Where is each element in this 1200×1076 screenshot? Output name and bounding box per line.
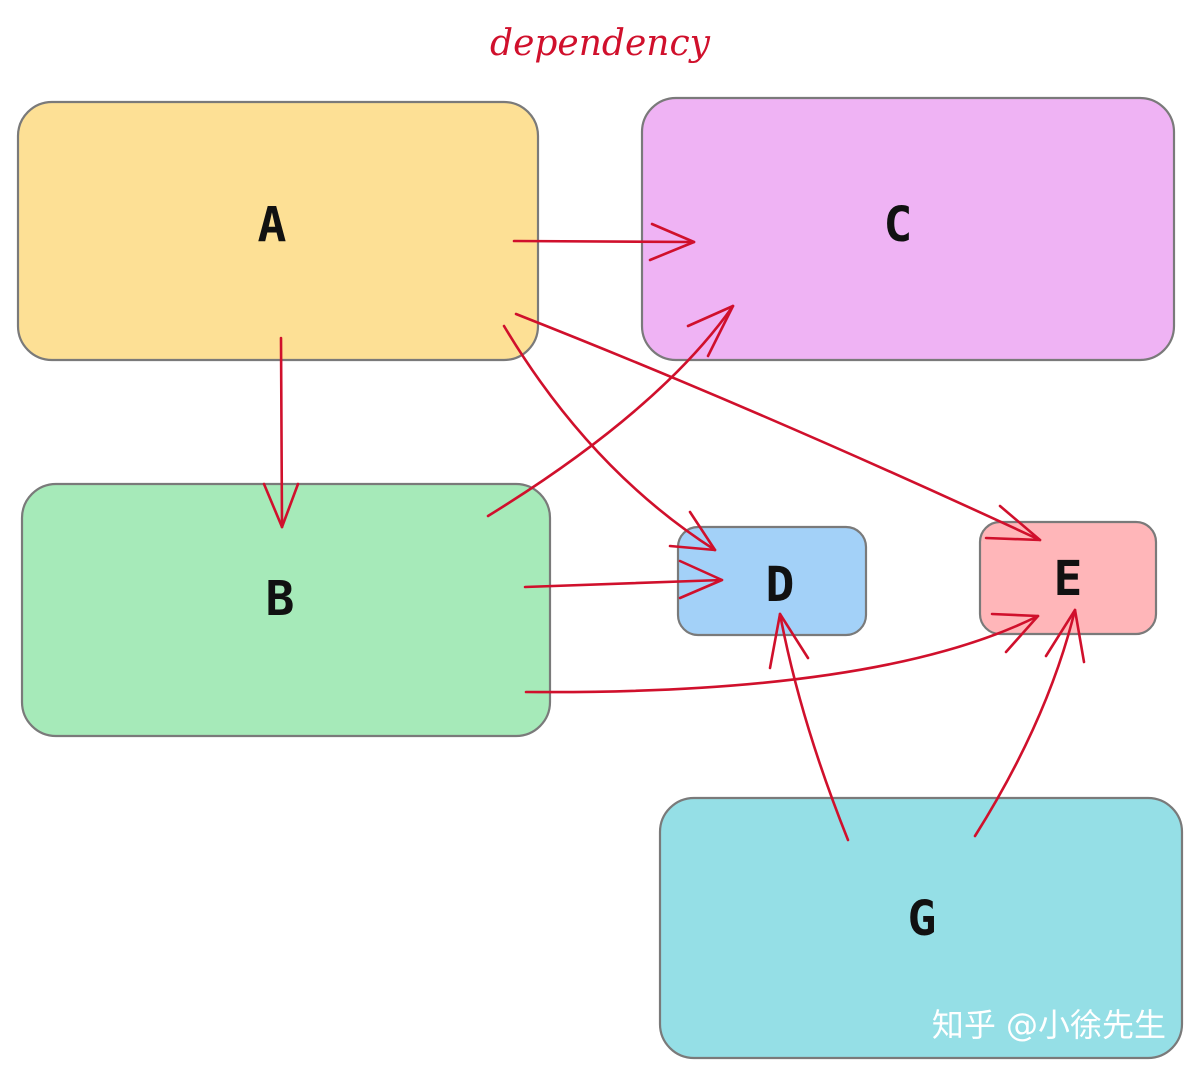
node-a: A: [16, 100, 540, 362]
edge-line: [778, 612, 850, 842]
node-label-g: G: [908, 891, 937, 947]
edge-a-b: [262, 336, 300, 529]
edge-line: [512, 239, 696, 244]
arrowhead: [768, 612, 810, 670]
node-label-e: E: [1054, 551, 1083, 607]
node-label-d: D: [766, 557, 795, 613]
edge-line: [524, 614, 1040, 694]
edge-b-d: [523, 559, 724, 600]
edge-b-e: [524, 612, 1040, 694]
edge-line: [502, 324, 717, 552]
arrowhead: [262, 482, 300, 529]
arrowhead: [678, 559, 724, 600]
diagram-title: dependency: [490, 23, 711, 64]
node-label-b: B: [266, 571, 295, 627]
edge-line: [523, 578, 724, 589]
edge-line: [486, 304, 735, 518]
arrowhead: [1044, 608, 1086, 664]
node-label-a: A: [258, 197, 287, 253]
edge-g-d: [768, 612, 850, 842]
edge-b-c: [486, 304, 735, 518]
arrowhead: [686, 304, 735, 358]
arrowhead: [984, 504, 1042, 542]
node-c: C: [640, 96, 1176, 362]
arrowhead: [990, 612, 1040, 654]
arrowhead: [668, 510, 717, 552]
edge-line: [514, 312, 1042, 542]
box-c: [640, 96, 1176, 362]
box-b: [20, 482, 552, 738]
edge-line: [279, 336, 284, 529]
edge-g-e: [973, 608, 1086, 838]
edge-a-d: [502, 324, 717, 552]
arrowhead: [648, 222, 696, 262]
edge-a-c: [512, 222, 696, 262]
node-label-c: C: [884, 197, 913, 253]
node-e: E: [978, 520, 1158, 636]
edge-line: [973, 608, 1077, 838]
watermark-text: 知乎 @小徐先生: [932, 1006, 1166, 1044]
edge-a-e: [514, 312, 1042, 542]
box-g: [658, 796, 1184, 1060]
node-g: G: [658, 796, 1184, 1060]
node-b: B: [20, 482, 552, 738]
box-a: [16, 100, 540, 362]
